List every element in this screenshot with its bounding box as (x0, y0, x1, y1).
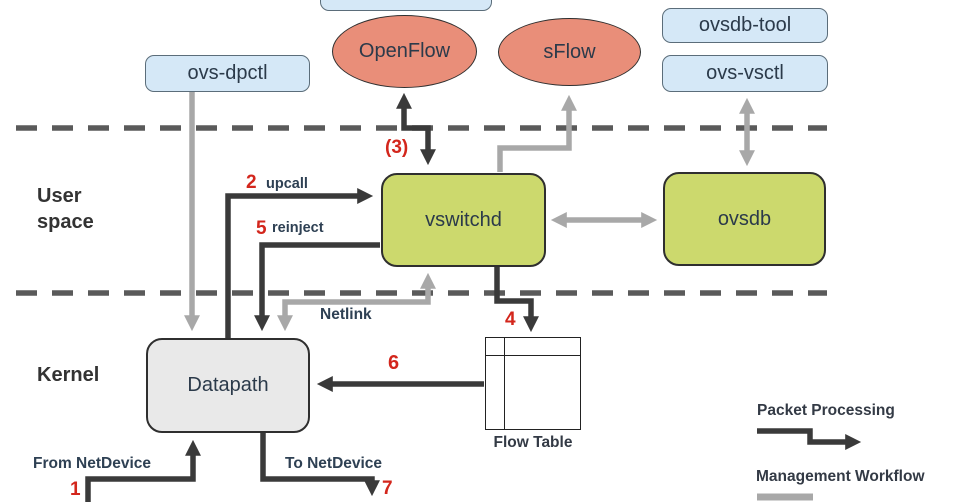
node-openflow-label: OpenFlow (358, 40, 451, 62)
node-ovsdb-tool: ovsdb-tool (662, 8, 828, 43)
node-datapath: Datapath (146, 338, 310, 433)
step-4-label: 4 (505, 309, 516, 330)
arrow-openflow-vswitchd (396, 92, 436, 166)
node-ovs-dpctl-label: ovs-dpctl (187, 62, 268, 84)
node-ovs-vsctl: ovs-vsctl (662, 55, 828, 92)
step-7-label: 7 (382, 478, 393, 499)
flow-table-header-line (486, 355, 580, 356)
arrow-upcall-datapath-to-vswitchd (225, 188, 374, 338)
from-netdevice-label: From NetDevice (33, 455, 152, 472)
node-ovsdb-label: ovsdb (717, 207, 772, 230)
node-top-cropped-box (320, 0, 492, 11)
flow-table-caption: Flow Table (493, 434, 573, 451)
arrow-vswitchd-to-flowtable (494, 267, 539, 333)
upcall-label: upcall (266, 176, 308, 192)
step-6-label: 6 (388, 352, 400, 374)
region-label-kernel: Kernel (37, 364, 100, 386)
netlink-label: Netlink (320, 306, 372, 323)
step-3-label: (3) (385, 137, 409, 158)
region-label-user-space: User space (37, 185, 94, 233)
legend-packet-arrow (757, 428, 862, 450)
flow-table-column-line (504, 338, 505, 429)
node-openflow: OpenFlow (332, 15, 477, 88)
arrow-vswitchd-to-sflow (497, 94, 577, 172)
node-datapath-label: Datapath (187, 374, 269, 396)
legend-management-workflow-label: Management Workflow (756, 468, 925, 485)
arrow-reinject-vswitchd-to-datapath (254, 242, 380, 332)
legend-packet-processing-label: Packet Processing (757, 402, 895, 419)
node-sflow-label: sFlow (543, 40, 596, 63)
step-1-label: 1 (70, 479, 81, 500)
arrow-netlink-vswitchd-datapath (277, 272, 436, 332)
node-ovs-dpctl: ovs-dpctl (145, 55, 310, 92)
node-ovs-vsctl-label: ovs-vsctl (706, 62, 784, 84)
to-netdevice-label: To NetDevice (285, 455, 383, 472)
node-ovsdb: ovsdb (663, 172, 826, 266)
step-2-label: 2 (246, 172, 257, 193)
node-vswitchd-label: vswitchd (425, 208, 502, 231)
arrow-from-netdevice (85, 439, 201, 502)
node-sflow: sFlow (498, 18, 641, 86)
arrow-to-netdevice (260, 433, 380, 497)
reinject-label: reinject (272, 220, 324, 236)
node-flow-table (485, 337, 581, 430)
node-ovsdb-tool-label: ovsdb-tool (698, 14, 792, 36)
step-5-label: 5 (256, 218, 267, 239)
node-vswitchd: vswitchd (381, 173, 546, 267)
